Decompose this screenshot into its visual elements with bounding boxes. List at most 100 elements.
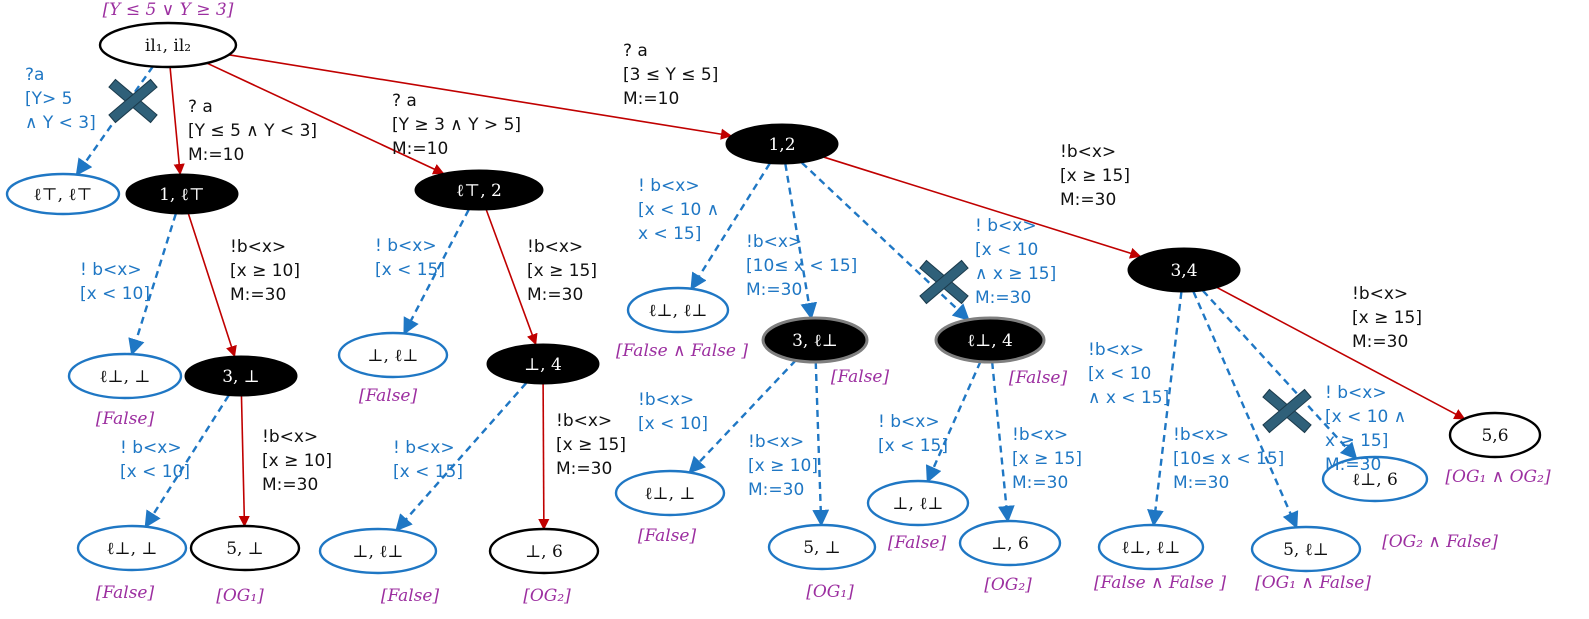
edge-label-line: !b<x> bbox=[556, 411, 612, 431]
node-n5-bot-b: 5, ⊥ bbox=[767, 523, 877, 571]
node-label: ℓ⊥, ⊥ bbox=[100, 367, 151, 387]
edge-label-line: M:=10 bbox=[623, 89, 679, 109]
edge-label-line: !b<x> bbox=[638, 390, 694, 410]
edge-label-line: [x < 10 bbox=[1088, 364, 1151, 384]
node-label: ℓ⊥, ⊥ bbox=[645, 484, 696, 504]
node-bot-lb-a: ⊥, ℓ⊥ bbox=[337, 331, 449, 379]
e-12-3lb-label: !b<x>[10≤ x < 15]M:=30 bbox=[746, 232, 857, 300]
node-n5-bot-a: 5, ⊥ bbox=[189, 524, 301, 572]
e-1lT-lbbot-arrow bbox=[128, 213, 177, 356]
edge-label-line: [x < 15] bbox=[393, 462, 463, 482]
e-root-lTlT-label: ?a[Y> 5∧ Y < 3] bbox=[25, 65, 96, 133]
edge-label-line: [x < 10 ∧ bbox=[638, 200, 719, 220]
edge-label-line: M:=30 bbox=[262, 475, 318, 495]
edge-label-line: [x < 15] bbox=[878, 436, 948, 456]
edge-label-line: ∧ Y < 3] bbox=[25, 113, 96, 133]
node-lb-4: ℓ⊥, 4 bbox=[934, 316, 1046, 364]
node-label: ℓ⊤, 2 bbox=[456, 181, 502, 201]
edge-label-line: ! b<x> bbox=[393, 438, 455, 458]
edge-label-line: [x ≥ 15] bbox=[1060, 166, 1130, 186]
node-lb-bot-a: ℓ⊥, ⊥ bbox=[67, 352, 183, 400]
condition-label: [False] bbox=[1009, 368, 1068, 388]
edge-label-line: [x ≥ 15] bbox=[1352, 308, 1422, 328]
e-3bot-5bot-arrow bbox=[238, 395, 250, 528]
edge-label-line: M:=30 bbox=[746, 280, 802, 300]
edge-label-line: [x ≥ 10] bbox=[230, 261, 300, 281]
node-label: ℓ⊥, ℓ⊥ bbox=[1121, 538, 1180, 558]
node-n5-lb: 5, ℓ⊥ bbox=[1250, 525, 1362, 573]
edge-label-line: !b<x> bbox=[1012, 425, 1068, 445]
edge-label-line: [x < 10] bbox=[120, 462, 190, 482]
e-root-1lT-label: ? a[Y ≤ 5 ∧ Y < 3]M:=10 bbox=[188, 97, 317, 165]
e-12-3lb-arrow bbox=[784, 163, 818, 320]
edge-label-line: M:=30 bbox=[230, 285, 286, 305]
condition-label: [OG₁] bbox=[216, 586, 264, 606]
condition-label: [OG₂] bbox=[984, 575, 1032, 595]
condition-label: [False] bbox=[96, 583, 155, 603]
edge-label-line: [x ≥ 15] bbox=[527, 261, 597, 281]
node-label: ⊥, ℓ⊥ bbox=[368, 346, 419, 366]
edge-label-line: !b<x> bbox=[1088, 340, 1144, 360]
node-n1-lT: 1, ℓ⊤ bbox=[125, 173, 239, 215]
edge-label-line: !b<x> bbox=[748, 432, 804, 452]
edge-label-line: [Y ≥ 3 ∧ Y > 5] bbox=[392, 115, 521, 135]
node-lb-lb-a: ℓ⊥, ℓ⊥ bbox=[626, 286, 730, 334]
edge-label-line: x ≥ 15] bbox=[1325, 431, 1388, 451]
e-3lb-lbbot-arrow bbox=[688, 359, 797, 474]
node-label: 5, ℓ⊥ bbox=[1283, 540, 1329, 560]
cross-root-lTlT-icon bbox=[108, 78, 158, 124]
node-label: ⊥, 4 bbox=[524, 355, 562, 375]
node-label: 5, ⊥ bbox=[803, 538, 841, 558]
node-label: 1, ℓ⊤ bbox=[159, 185, 205, 205]
e-3bot-lbbot-label: ! b<x> [x < 10] bbox=[120, 438, 190, 482]
edge-label-line: x < 15] bbox=[638, 224, 701, 244]
edge-label-line: [x < 10] bbox=[80, 284, 150, 304]
node-lT-lT: ℓ⊤, ℓ⊤ bbox=[5, 172, 121, 216]
e-bot4-botlb-label: ! b<x> [x < 15] bbox=[393, 438, 463, 482]
condition-label: [Y ≤ 5 ∨ Y ≥ 3] bbox=[103, 0, 234, 20]
edge-label-line: ! b<x> bbox=[120, 438, 182, 458]
e-lb4-botlb-label: ! b<x>[x < 15] bbox=[878, 412, 948, 456]
edge-label-line: ! b<x> bbox=[375, 236, 437, 256]
cross-12-lb4-icon bbox=[919, 259, 969, 305]
node-lb-6: ℓ⊥, 6 bbox=[1321, 455, 1429, 503]
node-lb-lb-b: ℓ⊥, ℓ⊥ bbox=[1097, 523, 1205, 571]
e-3bot-5bot-label: !b<x>[x ≥ 10]M:=30 bbox=[262, 427, 332, 495]
e-12-34-label: !b<x>[x ≥ 15]M:=30 bbox=[1060, 142, 1130, 210]
condition-label: [False] bbox=[638, 526, 697, 546]
e-12-lb4-label: ! b<x>[x < 10∧ x ≥ 15]M:=30 bbox=[975, 216, 1056, 308]
e-lb4-bot6-arrow bbox=[990, 361, 1015, 523]
node-label: ⊥, 6 bbox=[525, 542, 563, 562]
condition-label: [OG₁] bbox=[806, 582, 854, 602]
e-12-lblb-label: ! b<x>[x < 10 ∧x < 15] bbox=[638, 176, 719, 244]
e-root-lT2-arrow bbox=[206, 62, 445, 175]
edge-label-line: [10≤ x < 15] bbox=[746, 256, 857, 276]
e-34-56-label: !b<x>[x ≥ 15]M:=30 bbox=[1352, 284, 1422, 352]
e-1lT-3bot-label: !b<x>[x ≥ 10]M:=30 bbox=[230, 237, 300, 305]
edge-label-line: M:=30 bbox=[748, 480, 804, 500]
condition-label: [OG₂] bbox=[523, 586, 571, 606]
e-root-12-label: ? a[3 ≤ Y ≤ 5]M:=10 bbox=[623, 41, 718, 109]
edge-label-line: !b<x> bbox=[262, 427, 318, 447]
edge-label-line: M:=30 bbox=[556, 459, 612, 479]
condition-label: [False] bbox=[96, 409, 155, 429]
node-label: ℓ⊥, 4 bbox=[967, 331, 1013, 351]
node-n3-bot: 3, ⊥ bbox=[184, 355, 298, 397]
edge-label-line: [x ≥ 15] bbox=[556, 435, 626, 455]
node-label: ⊥, ℓ⊥ bbox=[353, 542, 404, 562]
e-bot4-bot6-label: !b<x> [x ≥ 15] M:=30 bbox=[556, 411, 626, 479]
condition-label: [OG₂ ∧ False] bbox=[1382, 532, 1498, 552]
e-root-1lT-arrow bbox=[169, 66, 185, 176]
node-label: ℓ⊥, ℓ⊥ bbox=[648, 301, 707, 321]
node-lb-bot-c: ℓ⊥, ⊥ bbox=[614, 469, 726, 517]
condition-label: [False ∧ False ] bbox=[1094, 573, 1226, 593]
node-n34: 3,4 bbox=[1127, 247, 1241, 293]
edge-label-line: ? a bbox=[188, 97, 213, 117]
e-bot4-botlb-arrow bbox=[395, 382, 528, 532]
node-root: il₁, il₂ bbox=[98, 21, 238, 69]
edge-label-line: [x < 15] bbox=[375, 260, 445, 280]
edge-label-line: ? a bbox=[392, 91, 417, 111]
e-lT2-botlb-label: ! b<x> [x < 15] bbox=[375, 236, 445, 280]
e-12-34-arrow bbox=[823, 156, 1142, 259]
